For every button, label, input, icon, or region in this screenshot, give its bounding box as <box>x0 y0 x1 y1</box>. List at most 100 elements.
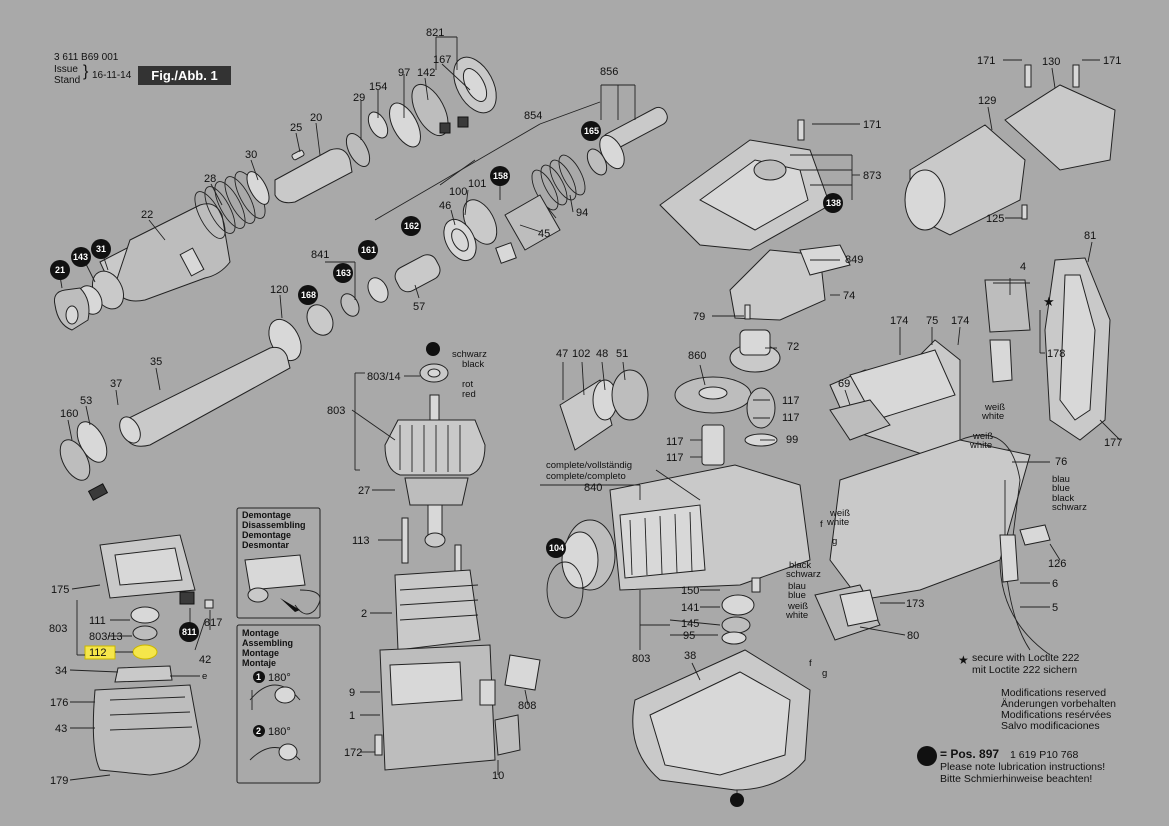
motor-housing <box>360 569 541 775</box>
callout-117-a: 117 <box>782 395 800 407</box>
base-housing <box>632 649 811 802</box>
wire-label-white-1: white <box>981 411 1004 422</box>
callout-97: 97 <box>398 67 410 79</box>
lubrication-position: = Pos. 897 <box>940 747 1000 761</box>
lubrication-markers <box>50 121 937 807</box>
assembling-box <box>236 624 321 784</box>
callout-95: 95 <box>683 630 695 642</box>
wire-label-white-3: white <box>826 517 849 528</box>
callout-100: 100 <box>449 186 467 198</box>
demontage-line-2: Disassembling <box>242 520 306 530</box>
callout-178: 178 <box>1047 348 1065 360</box>
montage-line-2: Assembling <box>242 638 293 648</box>
callout-171-c: 171 <box>863 119 881 131</box>
lubrication-note-en: Please note lubrication instructions! <box>940 761 1106 773</box>
callout-45: 45 <box>538 228 550 240</box>
callout-811: 811 <box>182 627 197 637</box>
marker-x-top: x <box>429 344 434 355</box>
striker-assembly <box>59 84 668 501</box>
demontage-line-1: Demontage <box>242 510 291 520</box>
callout-51: 51 <box>616 348 628 360</box>
montage-step-1-angle: 180° <box>268 672 291 684</box>
callout-817: 817 <box>204 617 222 629</box>
loctite-note-star: ★ <box>958 653 969 667</box>
stand-label: Stand <box>54 75 81 86</box>
callout-873: 873 <box>863 170 881 182</box>
marker-x-bottom: x <box>734 795 739 806</box>
callout-860: 860 <box>688 350 706 362</box>
montage-step-1-number: 1 <box>256 672 261 682</box>
complete-label-2: complete/completo <box>546 471 626 482</box>
callout-171-a: 171 <box>977 55 995 67</box>
callout-5: 5 <box>1052 602 1058 614</box>
callout-167: 167 <box>433 54 451 66</box>
wire-labels: schwarz black rot red weiß white weiß wh… <box>202 344 1087 806</box>
callout-102: 102 <box>572 348 590 360</box>
issue-date: 16-11-14 <box>92 70 132 81</box>
chuck-assembly <box>54 36 497 331</box>
wire-label-f-2: f <box>809 658 812 669</box>
callout-856: 856 <box>600 66 618 78</box>
callout-177: 177 <box>1104 437 1122 449</box>
callout-35: 35 <box>150 356 162 368</box>
gear-assembly <box>540 329 811 650</box>
callout-126: 126 <box>1048 558 1066 570</box>
callout-94: 94 <box>576 207 588 219</box>
callout-160: 160 <box>60 408 78 420</box>
demontage-line-4: Desmontar <box>242 540 290 550</box>
wire-label-e: e <box>202 671 207 682</box>
callout-129: 129 <box>978 95 996 107</box>
callout-803-c: 803 <box>49 623 67 635</box>
lubrication-part-number: 1 619 P10 768 <box>1010 749 1079 761</box>
callout-154: 154 <box>369 81 387 93</box>
callout-75: 75 <box>926 315 938 327</box>
callout-117-c: 117 <box>666 436 684 448</box>
callout-130: 130 <box>1042 56 1060 68</box>
callout-841: 841 <box>311 249 329 261</box>
callout-72: 72 <box>787 341 799 353</box>
callout-74: 74 <box>843 290 855 302</box>
callout-117-b: 117 <box>782 412 800 424</box>
wire-label-weiss-2: weiß <box>972 431 993 442</box>
wire-label-blau-1: blau <box>1052 474 1070 485</box>
issue-brace: } <box>83 63 89 80</box>
wire-label-schwarz-2: schwarz <box>786 569 821 580</box>
loctite-note-de: mit Loctite 222 sichern <box>972 664 1078 676</box>
wire-label-schwarz-1: schwarz <box>1052 502 1087 513</box>
callout-162: 162 <box>404 221 419 231</box>
callout-28: 28 <box>204 173 216 185</box>
callout-99: 99 <box>786 434 798 446</box>
callout-143: 143 <box>73 252 88 262</box>
callout-145: 145 <box>681 618 699 630</box>
callout-138: 138 <box>826 198 841 208</box>
wire-label-red: red <box>462 389 476 400</box>
part-callouts: 821 167 97 142 154 29 25 20 30 28 22 143… <box>49 27 1122 787</box>
wire-label-f-1: f <box>820 519 823 530</box>
callout-30: 30 <box>245 149 257 161</box>
callout-47: 47 <box>556 348 568 360</box>
modifications-note-4: Salvo modificaciones <box>1001 720 1100 732</box>
wire-label-g-1: g <box>832 536 837 547</box>
callout-57: 57 <box>413 301 425 313</box>
callout-25: 25 <box>290 122 302 134</box>
issue-label: Issue <box>54 64 78 75</box>
callout-27: 27 <box>358 485 370 497</box>
rear-handle-assembly <box>814 241 1121 656</box>
wire-label-g-2: g <box>822 668 827 679</box>
callout-163: 163 <box>336 268 351 278</box>
callout-171-b: 171 <box>1103 55 1121 67</box>
callout-849: 849 <box>845 254 863 266</box>
callout-173: 173 <box>906 598 924 610</box>
callout-854: 854 <box>524 110 542 122</box>
callout-125: 125 <box>986 213 1004 225</box>
callout-808: 808 <box>518 700 536 712</box>
wire-label-black-2: black <box>789 560 811 571</box>
wire-label-rot: rot <box>462 379 473 390</box>
callout-104: 104 <box>549 543 564 553</box>
callout-165: 165 <box>584 126 599 136</box>
wire-label-weiss-3: weiß <box>829 508 850 519</box>
callout-840: 840 <box>584 482 602 494</box>
callout-803-b: 803 <box>632 653 650 665</box>
callout-117-d: 117 <box>666 452 684 464</box>
